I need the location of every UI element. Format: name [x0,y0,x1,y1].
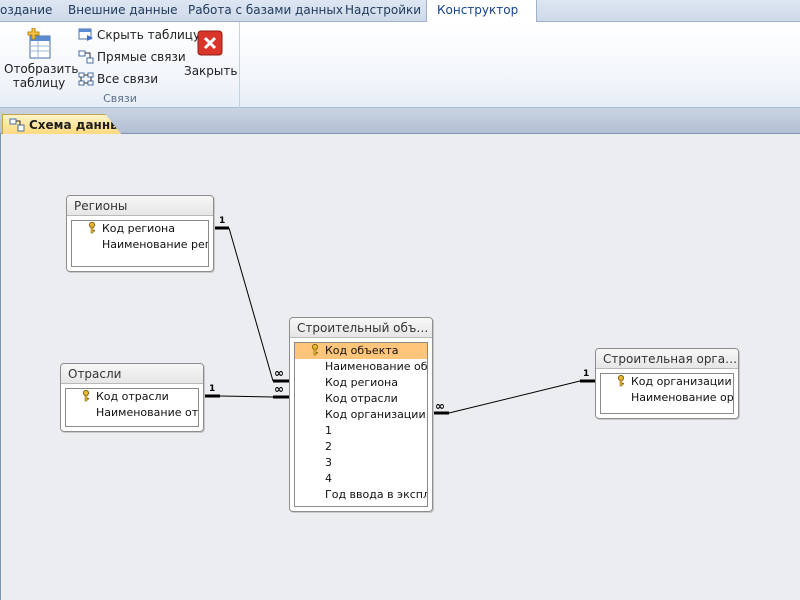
field-name: Код региона [325,376,398,389]
hide-table-icon [78,28,93,41]
hide-table-label: Скрыть таблицу [97,28,201,42]
field-item[interactable]: Наименование реги [72,237,208,253]
all-links-icon [78,72,94,86]
tab-database-tools[interactable]: Работа с базами данных [188,3,343,17]
field-item[interactable]: Код организации [295,407,427,423]
field-name: 1 [325,424,332,437]
document-tab-schema[interactable]: Схема данных [2,114,122,135]
primary-key-icon [617,375,625,387]
field-name: 4 [325,472,332,485]
field-item[interactable]: Код организации [601,374,733,390]
table-title[interactable]: Строительная органи... [596,349,738,369]
field-name: Наименование реги [102,238,209,251]
field-item[interactable]: Код региона [72,221,208,237]
show-table-label-2: таблицу [12,76,66,90]
field-item[interactable]: Наименование орга [601,390,733,406]
ribbon-tab-bar: оздание Внешние данные Работа с базами д… [0,0,800,23]
field-item[interactable]: Наименование объ [295,359,427,375]
tab-create[interactable]: оздание [0,3,53,17]
field-item[interactable]: Год ввода в эксплуат [295,487,427,503]
field-item[interactable]: 3 [295,455,427,471]
table-title[interactable]: Регионы [67,196,213,216]
field-item[interactable]: 2 [295,439,427,455]
field-list: Код региона Наименование реги [71,220,209,267]
relationships-icon [9,118,25,132]
close-button[interactable]: Закрыть [184,28,238,78]
field-name: 2 [325,440,332,453]
field-name: Код региона [102,222,175,235]
table-title[interactable]: Отрасли [61,364,203,384]
field-name: Год ввода в эксплуат [325,488,427,501]
relation-many-label-industries: ∞ [274,382,284,396]
close-icon [197,30,223,56]
close-label: Закрыть [184,64,238,78]
table-industries[interactable]: Отрасли Код отрасли Наименование отра [60,363,204,432]
primary-key-icon [88,222,96,234]
field-name: Наименование отра [96,406,199,419]
field-item[interactable]: Код отрасли [66,389,198,405]
field-name: Наименование объ [325,360,428,373]
field-item[interactable]: Наименование отра [66,405,198,421]
field-item[interactable]: 4 [295,471,427,487]
relation-one-label-industries: 1 [209,384,216,394]
primary-key-icon [82,390,90,402]
group-label-relationships: Связи [103,92,137,105]
tab-addins[interactable]: Надстройки [345,3,422,17]
field-list: Код организации Наименование орга [600,373,734,414]
relationships-group: Отобразить таблицу Скрыть таблицу Прямые… [0,22,240,108]
tab-external-data[interactable]: Внешние данные [68,3,178,17]
relation-one-label-organization: 1 [583,369,590,379]
field-name: Код организации [631,375,732,388]
field-list: Код отрасли Наименование отра [65,388,199,427]
show-table-label-1: Отобразить [4,62,79,76]
show-table-button[interactable]: Отобразить таблицу [4,28,79,90]
field-item[interactable]: 1 [295,423,427,439]
all-links-label: Все связи [97,72,159,86]
relation-many-label-regions: ∞ [274,366,284,380]
field-item[interactable]: Код региона [295,375,427,391]
primary-key-icon [311,344,319,356]
ribbon: Отобразить таблицу Скрыть таблицу Прямые… [0,22,800,108]
document-tab-strip: Схема данных [0,108,800,135]
table-title[interactable]: Строительный объект [290,318,432,338]
relation-many-label-organization: ∞ [435,399,445,413]
document-tab-label: Схема данных [29,118,129,132]
direct-links-label: Прямые связи [97,50,186,64]
field-name: Код отрасли [96,390,169,403]
field-name: Код организации [325,408,426,421]
field-list: Код объекта Наименование объ Код региона… [294,342,428,507]
field-item-selected[interactable]: Код объекта [295,343,427,359]
relation-one-label-regions: 1 [219,216,226,226]
table-construction-object[interactable]: Строительный объект Код объекта Наименов… [289,317,433,512]
field-item[interactable]: Код отрасли [295,391,427,407]
field-name: Код объекта [325,344,399,357]
field-name: Код отрасли [325,392,398,405]
show-table-icon [27,28,51,59]
tab-designer[interactable]: Конструктор [426,0,537,23]
table-regions[interactable]: Регионы Код региона Наименование реги [66,195,214,272]
field-name: Наименование орга [631,391,734,404]
table-construction-organization[interactable]: Строительная органи... Код организации Н… [595,348,739,419]
direct-links-icon [78,50,94,64]
field-name: 3 [325,456,332,469]
